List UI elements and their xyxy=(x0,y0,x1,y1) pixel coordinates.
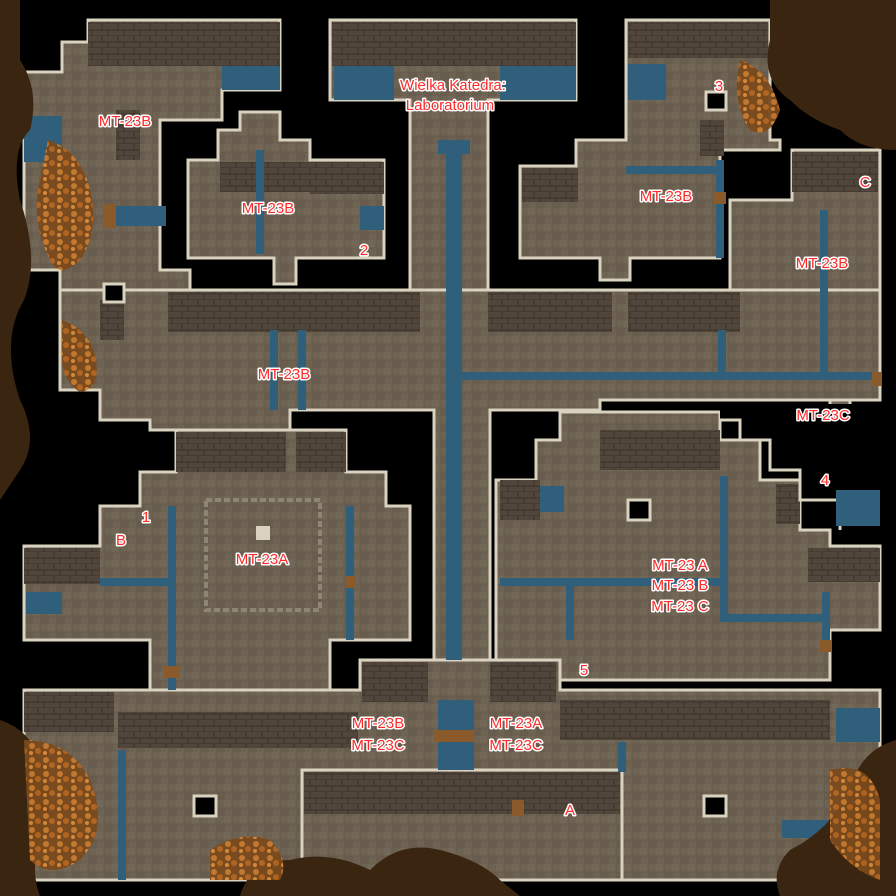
label-mt23c-e: MT-23C xyxy=(796,407,850,424)
water-channels xyxy=(24,64,880,880)
label-south-right-1: MT-23A xyxy=(490,715,543,732)
cave-bottom xyxy=(240,847,520,896)
central-hall xyxy=(58,288,882,662)
map-title-line1: Wielka Katedra: xyxy=(400,77,506,94)
marker-1: 1 xyxy=(142,509,150,526)
wall-bands xyxy=(24,22,880,814)
marker-b: B xyxy=(116,532,126,549)
label-mt23b-center: MT-23B xyxy=(258,366,311,383)
room-ne xyxy=(518,18,782,282)
marker-2: 2 xyxy=(360,242,368,259)
map-title-line2: Laboratorium xyxy=(406,97,494,114)
label-mt23-multi-c: MT-23 C xyxy=(651,598,709,615)
stair-edge-east xyxy=(720,418,842,530)
label-mt23-multi-a: MT-23 A xyxy=(652,557,708,574)
leaf-piles xyxy=(24,60,880,880)
map-labels: Wielka Katedra: Laboratorium MT-23B MT-2… xyxy=(97,76,872,821)
label-south-right-2: MT-23C xyxy=(489,737,543,754)
marker-c: C xyxy=(860,174,871,191)
central-channel xyxy=(446,150,462,660)
marker-a: A xyxy=(565,802,575,819)
wooden-bridges xyxy=(104,192,882,816)
label-south-left-2: MT-23C xyxy=(351,737,405,754)
room-inner-2 xyxy=(186,110,386,286)
label-south-left-1: MT-23B xyxy=(352,715,405,732)
label-mt23b-nw: MT-23B xyxy=(99,113,152,130)
cave-ne xyxy=(767,0,896,150)
pits xyxy=(102,90,728,818)
label-mt23b-e: MT-23B xyxy=(796,255,849,272)
label-mt23b-ne: MT-23B xyxy=(640,188,693,205)
label-mt23-multi-b: MT-23 B xyxy=(652,577,709,594)
altar-pedestal xyxy=(256,526,270,540)
altar-fence xyxy=(204,498,322,612)
marker-4: 4 xyxy=(821,472,829,489)
label-mt23a-room: MT-23A xyxy=(236,551,289,568)
marker-3: 3 xyxy=(715,78,723,95)
cave-west xyxy=(0,0,34,500)
marker-5: 5 xyxy=(580,662,588,679)
label-mt23b-inner: MT-23B xyxy=(242,200,295,217)
